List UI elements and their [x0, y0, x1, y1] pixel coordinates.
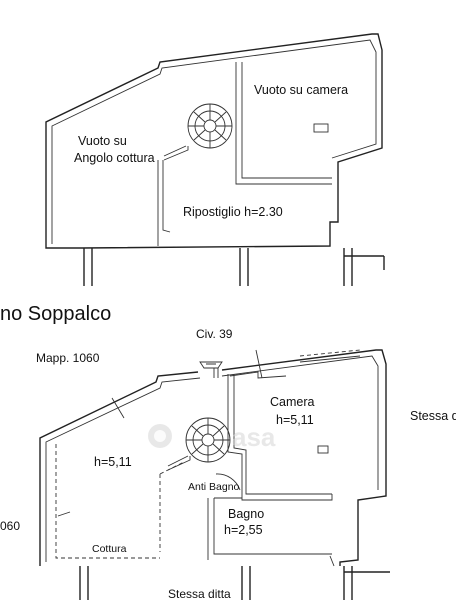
- upper-stair-rail: [163, 145, 189, 161]
- lower-inner-wall: [45, 355, 379, 562]
- label-camera-h: h=5,11: [276, 413, 314, 427]
- upper-outer-wall: [45, 33, 383, 249]
- lower-door-marks: [57, 349, 335, 567]
- label-stessa-ditta: Stessa ditta: [168, 587, 231, 600]
- upper-plan: Vuoto su camera Vuoto su Angolo cottura …: [45, 33, 385, 286]
- label-civ: Civ. 39: [196, 327, 233, 341]
- upper-skylight-icon: [313, 123, 329, 133]
- lower-spiral-stair-icon: [185, 417, 231, 463]
- label-vuoto-camera: Vuoto su camera: [254, 83, 348, 97]
- upper-partition-a: [235, 62, 332, 185]
- label-cottura: Cottura: [92, 543, 127, 555]
- label-angolo-cottura: Angolo cottura: [74, 151, 155, 165]
- upper-partition-b: [241, 62, 332, 179]
- upper-bottom-piers: [83, 248, 385, 286]
- label-ripostiglio: Ripostiglio h=2.30: [183, 205, 283, 219]
- lower-bagno-wall: [207, 497, 332, 560]
- lower-partition-a: [227, 374, 333, 501]
- lower-stair-rail: [167, 455, 191, 471]
- label-left-060: 060: [0, 519, 20, 533]
- upper-inner-wall: [51, 39, 377, 244]
- lower-dashed-edge: [299, 349, 361, 357]
- entry-posts: [213, 368, 219, 378]
- label-anti-bagno: Anti Bagno: [188, 481, 240, 493]
- section-title: no Soppalco: [0, 303, 111, 325]
- lower-partition-b: [233, 374, 332, 495]
- lower-dashed-partition: [55, 444, 185, 559]
- lower-top-edge: [229, 355, 361, 379]
- upper-ripostiglio-wall: [157, 160, 171, 246]
- watermark-logo: [148, 424, 172, 448]
- entry-step-icon: [199, 361, 223, 369]
- lower-door-arc: [215, 473, 241, 491]
- watermark-text: asa: [232, 422, 276, 452]
- label-bagno: Bagno: [228, 507, 264, 521]
- label-camera: Camera: [270, 395, 315, 409]
- label-mapp: Mapp. 1060: [36, 351, 100, 365]
- label-vuoto-su: Vuoto su: [78, 134, 127, 148]
- lower-plan: asa Civ. 39 Mapp. 1060 Camera h=5,11 Ste…: [0, 327, 456, 600]
- lower-bottom-piers: [79, 566, 390, 600]
- label-stessa-right: Stessa d: [410, 409, 456, 423]
- lower-outer-wall: [39, 349, 387, 566]
- lower-skylight-icon: [317, 445, 329, 454]
- upper-spiral-stair-icon: [187, 103, 233, 149]
- label-living-h: h=5,11: [94, 455, 132, 469]
- label-bagno-h: h=2,55: [224, 523, 263, 537]
